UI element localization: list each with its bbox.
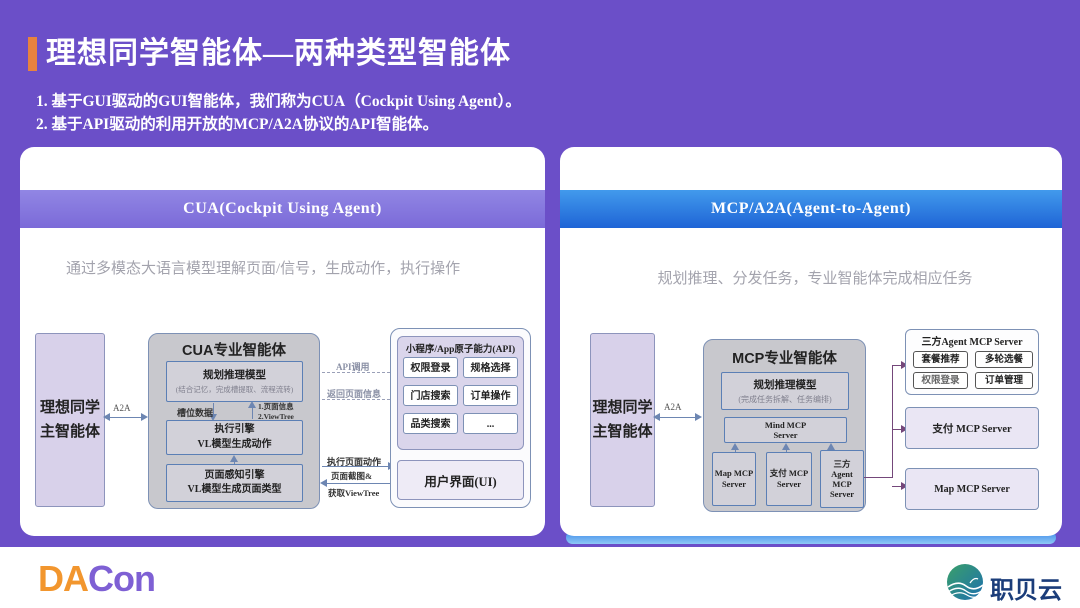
screenshot-line	[326, 483, 390, 484]
mcp-planning-subtitle: (完成任务拆解、任务编排)	[738, 395, 832, 404]
arrow-left-icon	[103, 413, 110, 421]
bullet-item: 1. 基于GUI驱动的GUI智能体，我们称为CUA（Cockpit Using …	[36, 93, 521, 110]
a2a-label: A2A	[113, 403, 131, 413]
branch-line	[892, 486, 903, 487]
arrow-up-icon	[230, 455, 238, 462]
mcp-planning-title: 规划推理模型	[753, 380, 817, 391]
page-title: 理想同学智能体—两种类型智能体	[46, 37, 511, 70]
page-return-label: 返回页面信息	[327, 389, 382, 399]
branch-line	[892, 365, 903, 366]
trunk-line	[892, 365, 893, 478]
mcp-banner: MCP/A2A(Agent-to-Agent)	[560, 190, 1062, 228]
page-return-dash-line	[322, 399, 390, 400]
a2a-label: A2A	[664, 402, 682, 412]
mcp-main-agent-box: 理想同学 主智能体	[590, 333, 655, 507]
capability-chip: ...	[463, 413, 518, 434]
screenshot-label: 页面截图&	[331, 471, 373, 481]
a2a-line	[109, 417, 143, 418]
title-accent-bar	[28, 37, 37, 71]
dacon-logo-da: DA	[38, 558, 89, 599]
dacon-logo-con: Con	[88, 558, 156, 599]
capability-chip: 品类搜索	[403, 413, 458, 434]
cua-agent-title: CUA专业智能体	[182, 343, 286, 359]
bullet-list: 1. 基于GUI驱动的GUI智能体，我们称为CUA（Cockpit Using …	[36, 90, 756, 137]
ext-map-server-box: Map MCP Server	[905, 468, 1039, 510]
mcp-planning-box: 规划推理模型 (完成任务拆解、任务编排)	[721, 372, 849, 410]
arrow-right-icon	[901, 361, 908, 369]
api-call-dash-line	[322, 372, 390, 373]
ext-chip: 权限登录	[913, 372, 968, 389]
mind-mcp-server-box: Mind MCP Server	[724, 417, 847, 443]
ui-box: 用户界面(UI)	[397, 460, 524, 500]
arrow-up-icon	[782, 443, 790, 450]
ext-third-party-title: 三方Agent MCP Server	[921, 337, 1023, 348]
page-info-label: 1.页面信息 2.ViewTree	[258, 402, 294, 421]
partner-logo-text: 职贝云数	[990, 578, 1062, 604]
slot-line	[213, 403, 214, 415]
planning-model-subtitle: (结合记忆，完成槽提取、流程流转)	[175, 385, 294, 394]
planning-model-title: 规划推理模型	[203, 370, 266, 381]
arrow-right-icon	[695, 413, 702, 421]
capability-chip: 权限登录	[403, 357, 458, 378]
mcp-description: 规划推理、分发任务，专业智能体完成相应任务	[657, 271, 973, 287]
bullet-item: 2. 基于API驱动的利用开放的MCP/A2A协议的API智能体。	[36, 116, 439, 134]
ext-chip: 多轮选餐	[975, 351, 1033, 368]
dacon-logo: DACon	[38, 558, 156, 600]
arrow-right-icon	[901, 482, 908, 490]
partner-logo-icon	[947, 564, 984, 600]
planning-model-box: 规划推理模型 (结合记忆，完成槽提取、流程流转)	[166, 361, 303, 402]
arrow-right-icon	[141, 413, 148, 421]
capability-chip: 订单操作	[463, 385, 518, 406]
cua-description: 通过多模态大语言模型理解页面/信号，生成动作，执行操作	[66, 261, 461, 277]
trunk-feed-line	[864, 477, 893, 478]
arrow-up-icon	[827, 443, 835, 450]
capability-chip: 门店搜索	[403, 385, 458, 406]
arrow-left-icon	[320, 479, 327, 487]
arrow-left-icon	[653, 413, 660, 421]
third-party-mcp-server-box: 三方 Agent MCP Server	[820, 450, 864, 508]
pay-mcp-server-box: 支付 MCP Server	[766, 452, 812, 506]
a2a-line	[659, 417, 697, 418]
mcp-agent-title: MCP专业智能体	[732, 351, 837, 367]
pageinfo-line	[252, 407, 253, 419]
app-api-title: 小程序/App原子能力(API)	[405, 345, 516, 355]
footer	[0, 547, 1080, 608]
map-mcp-server-box: Map MCP Server	[712, 452, 756, 506]
cua-banner: CUA(Cockpit Using Agent)	[20, 190, 545, 228]
arrow-up-icon	[731, 443, 739, 450]
capability-chip: 规格选择	[463, 357, 518, 378]
cua-main-agent-box: 理想同学 主智能体	[35, 333, 105, 507]
exec-action-label: 执行页面动作	[327, 457, 382, 467]
ext-pay-server-box: 支付 MCP Server	[905, 407, 1039, 449]
ext-chip: 订单管理	[975, 372, 1033, 389]
viewtree-label: 获取ViewTree	[328, 488, 380, 498]
perception-engine-box: 页面感知引擎 VL模型生成页面类型	[166, 464, 303, 502]
branch-line	[892, 429, 903, 430]
arrow-down-icon	[209, 414, 217, 421]
arrow-up-icon	[248, 401, 256, 408]
ext-chip: 套餐推荐	[913, 351, 968, 368]
arrow-right-icon	[901, 425, 908, 433]
api-call-label: API调用	[336, 362, 370, 372]
exec-engine-box: 执行引擎 VL模型生成动作	[166, 420, 303, 455]
exec-action-line	[322, 466, 390, 467]
slot-data-label: 槽位数据	[177, 408, 214, 418]
